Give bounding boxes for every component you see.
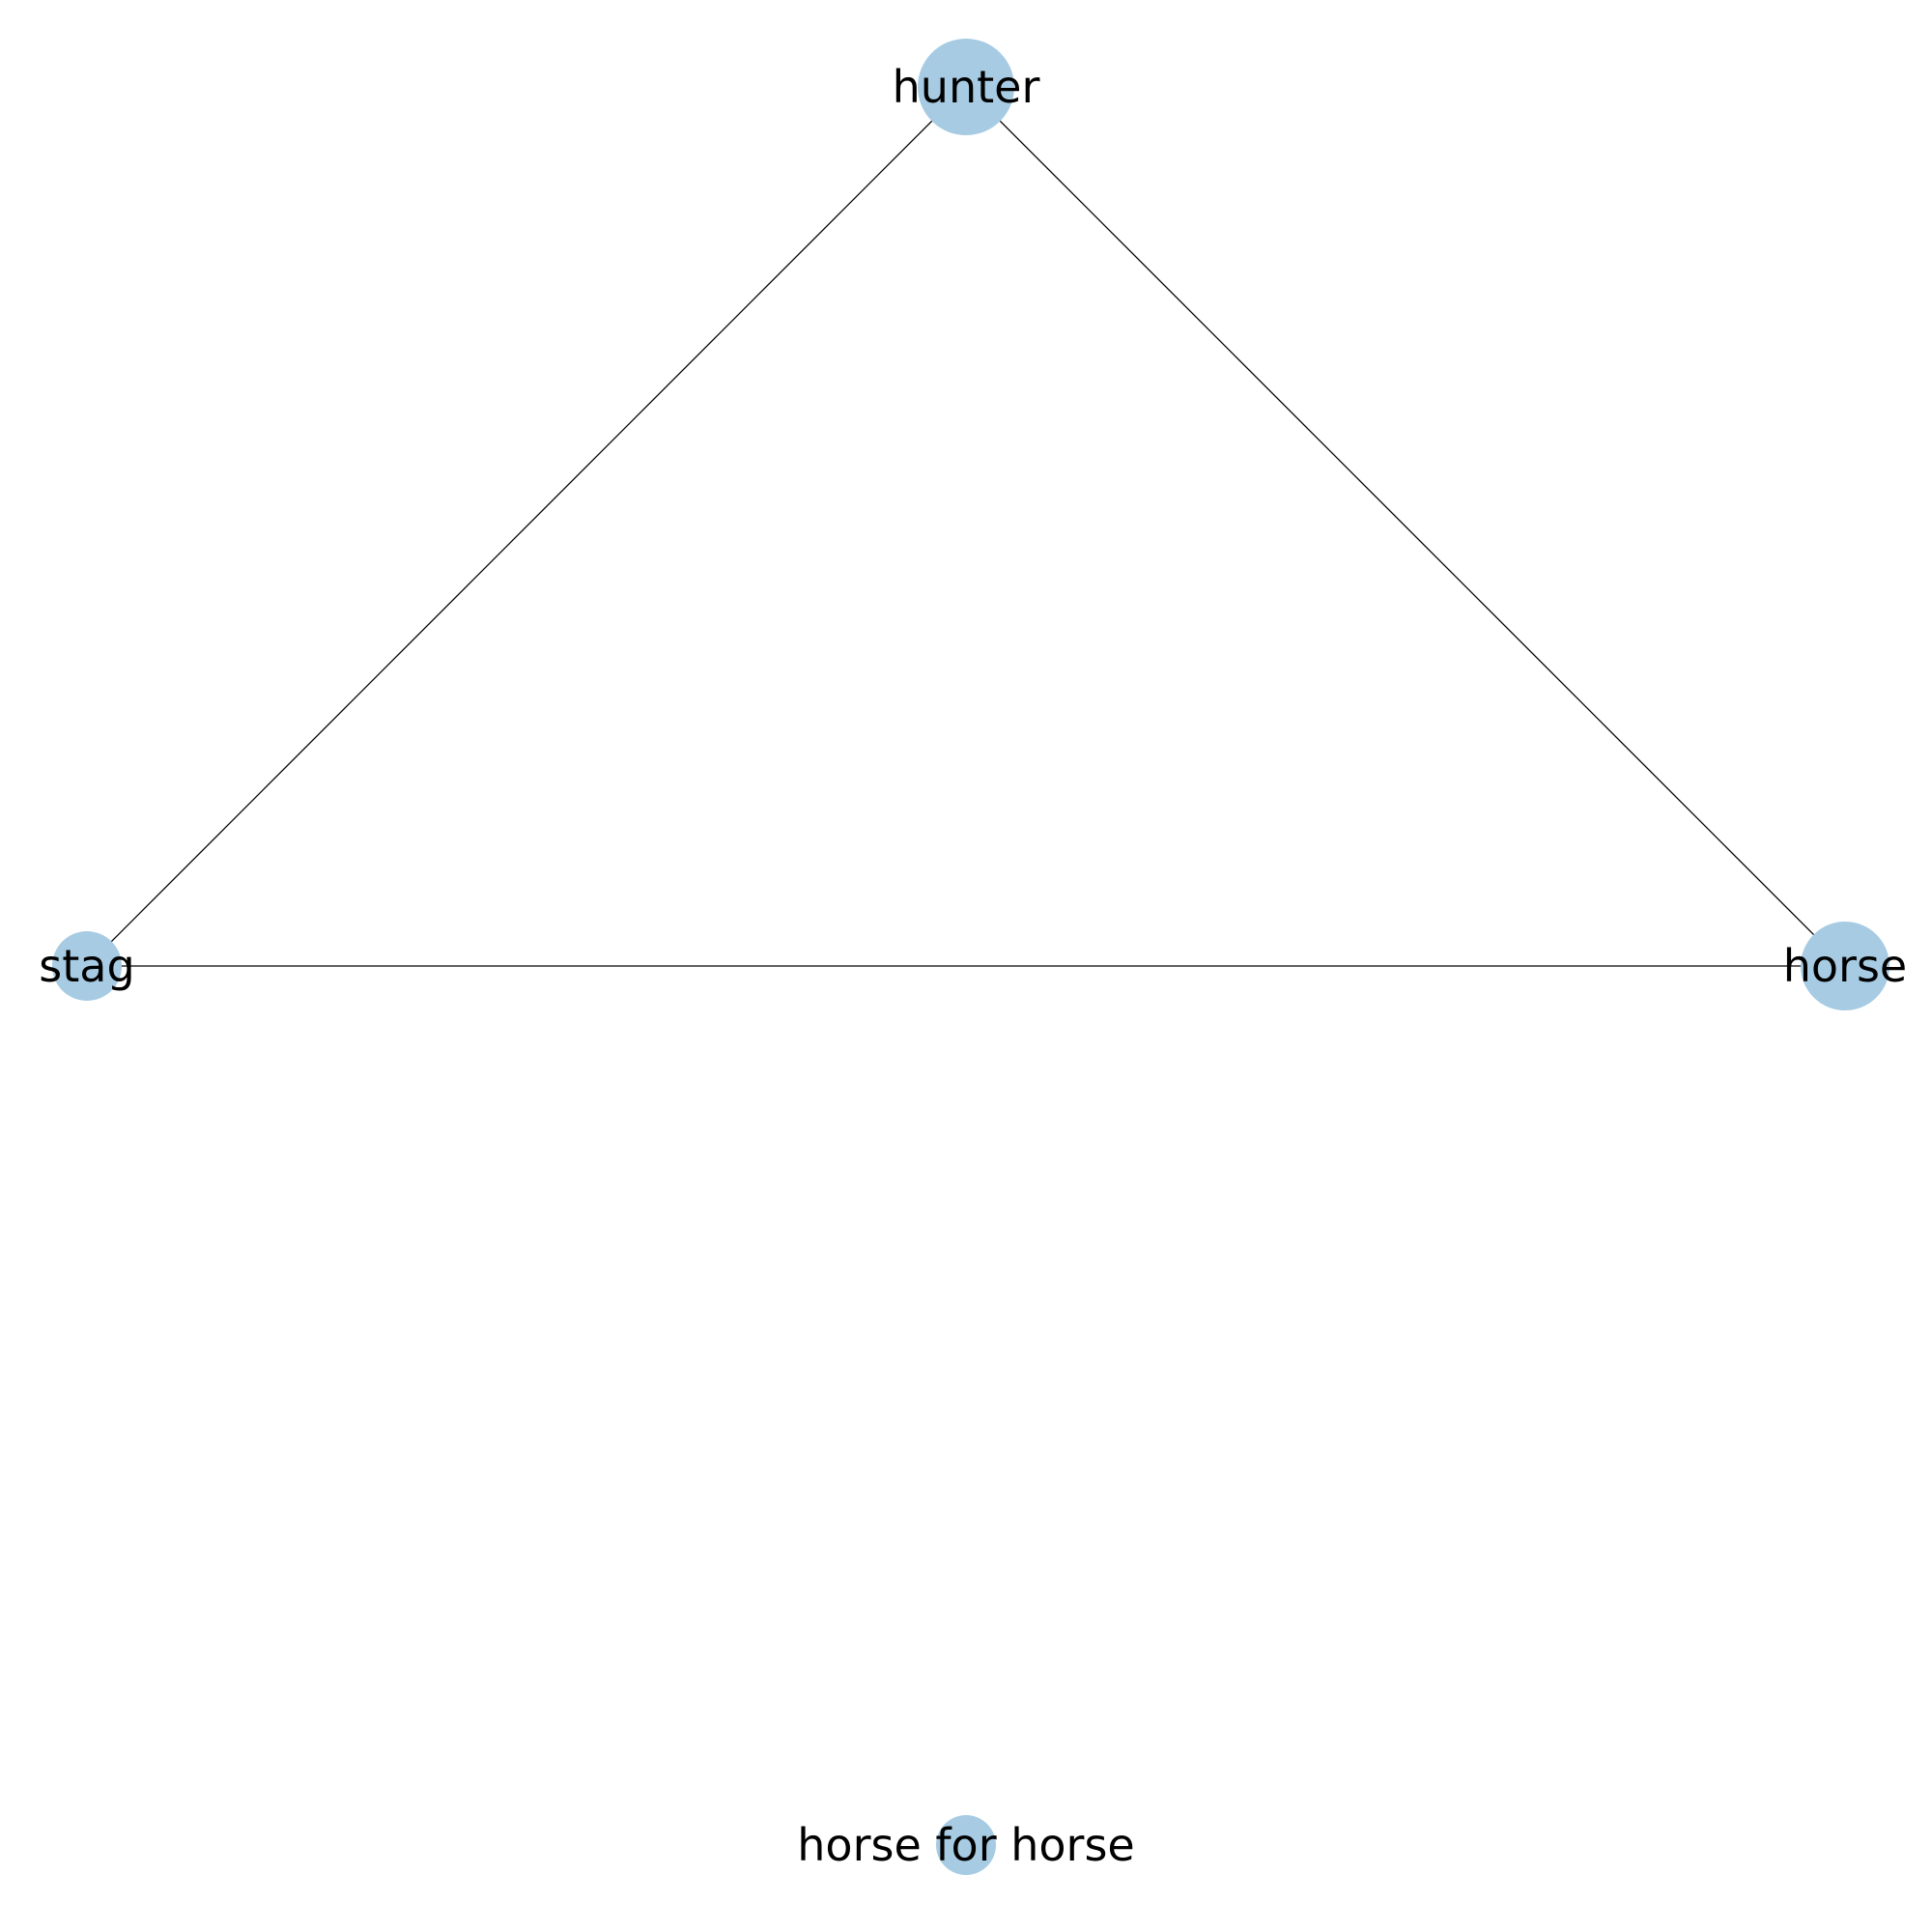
edge-hunter-stag [86,86,967,967]
node-hunter-circle [918,39,1014,135]
node-hunter-label: hunter [893,61,1040,113]
node-horse-label: horse [1783,940,1907,992]
nodes-layer: hunter stag horse horse for horse [39,39,1907,1875]
node-stag: stag [39,931,135,1001]
edge-hunter-horse [965,86,1846,967]
node-horse-for-horse-circle [936,1815,996,1875]
node-stag-circle [52,931,122,1001]
node-horse: horse [1783,922,1907,1010]
node-hunter: hunter [893,39,1040,135]
node-horse-circle [1801,922,1889,1010]
node-stag-label: stag [39,940,134,992]
node-horse-for-horse: horse for horse [797,1815,1135,1875]
edges-layer [86,86,1846,967]
node-horse-for-horse-label: horse for horse [797,1819,1134,1871]
